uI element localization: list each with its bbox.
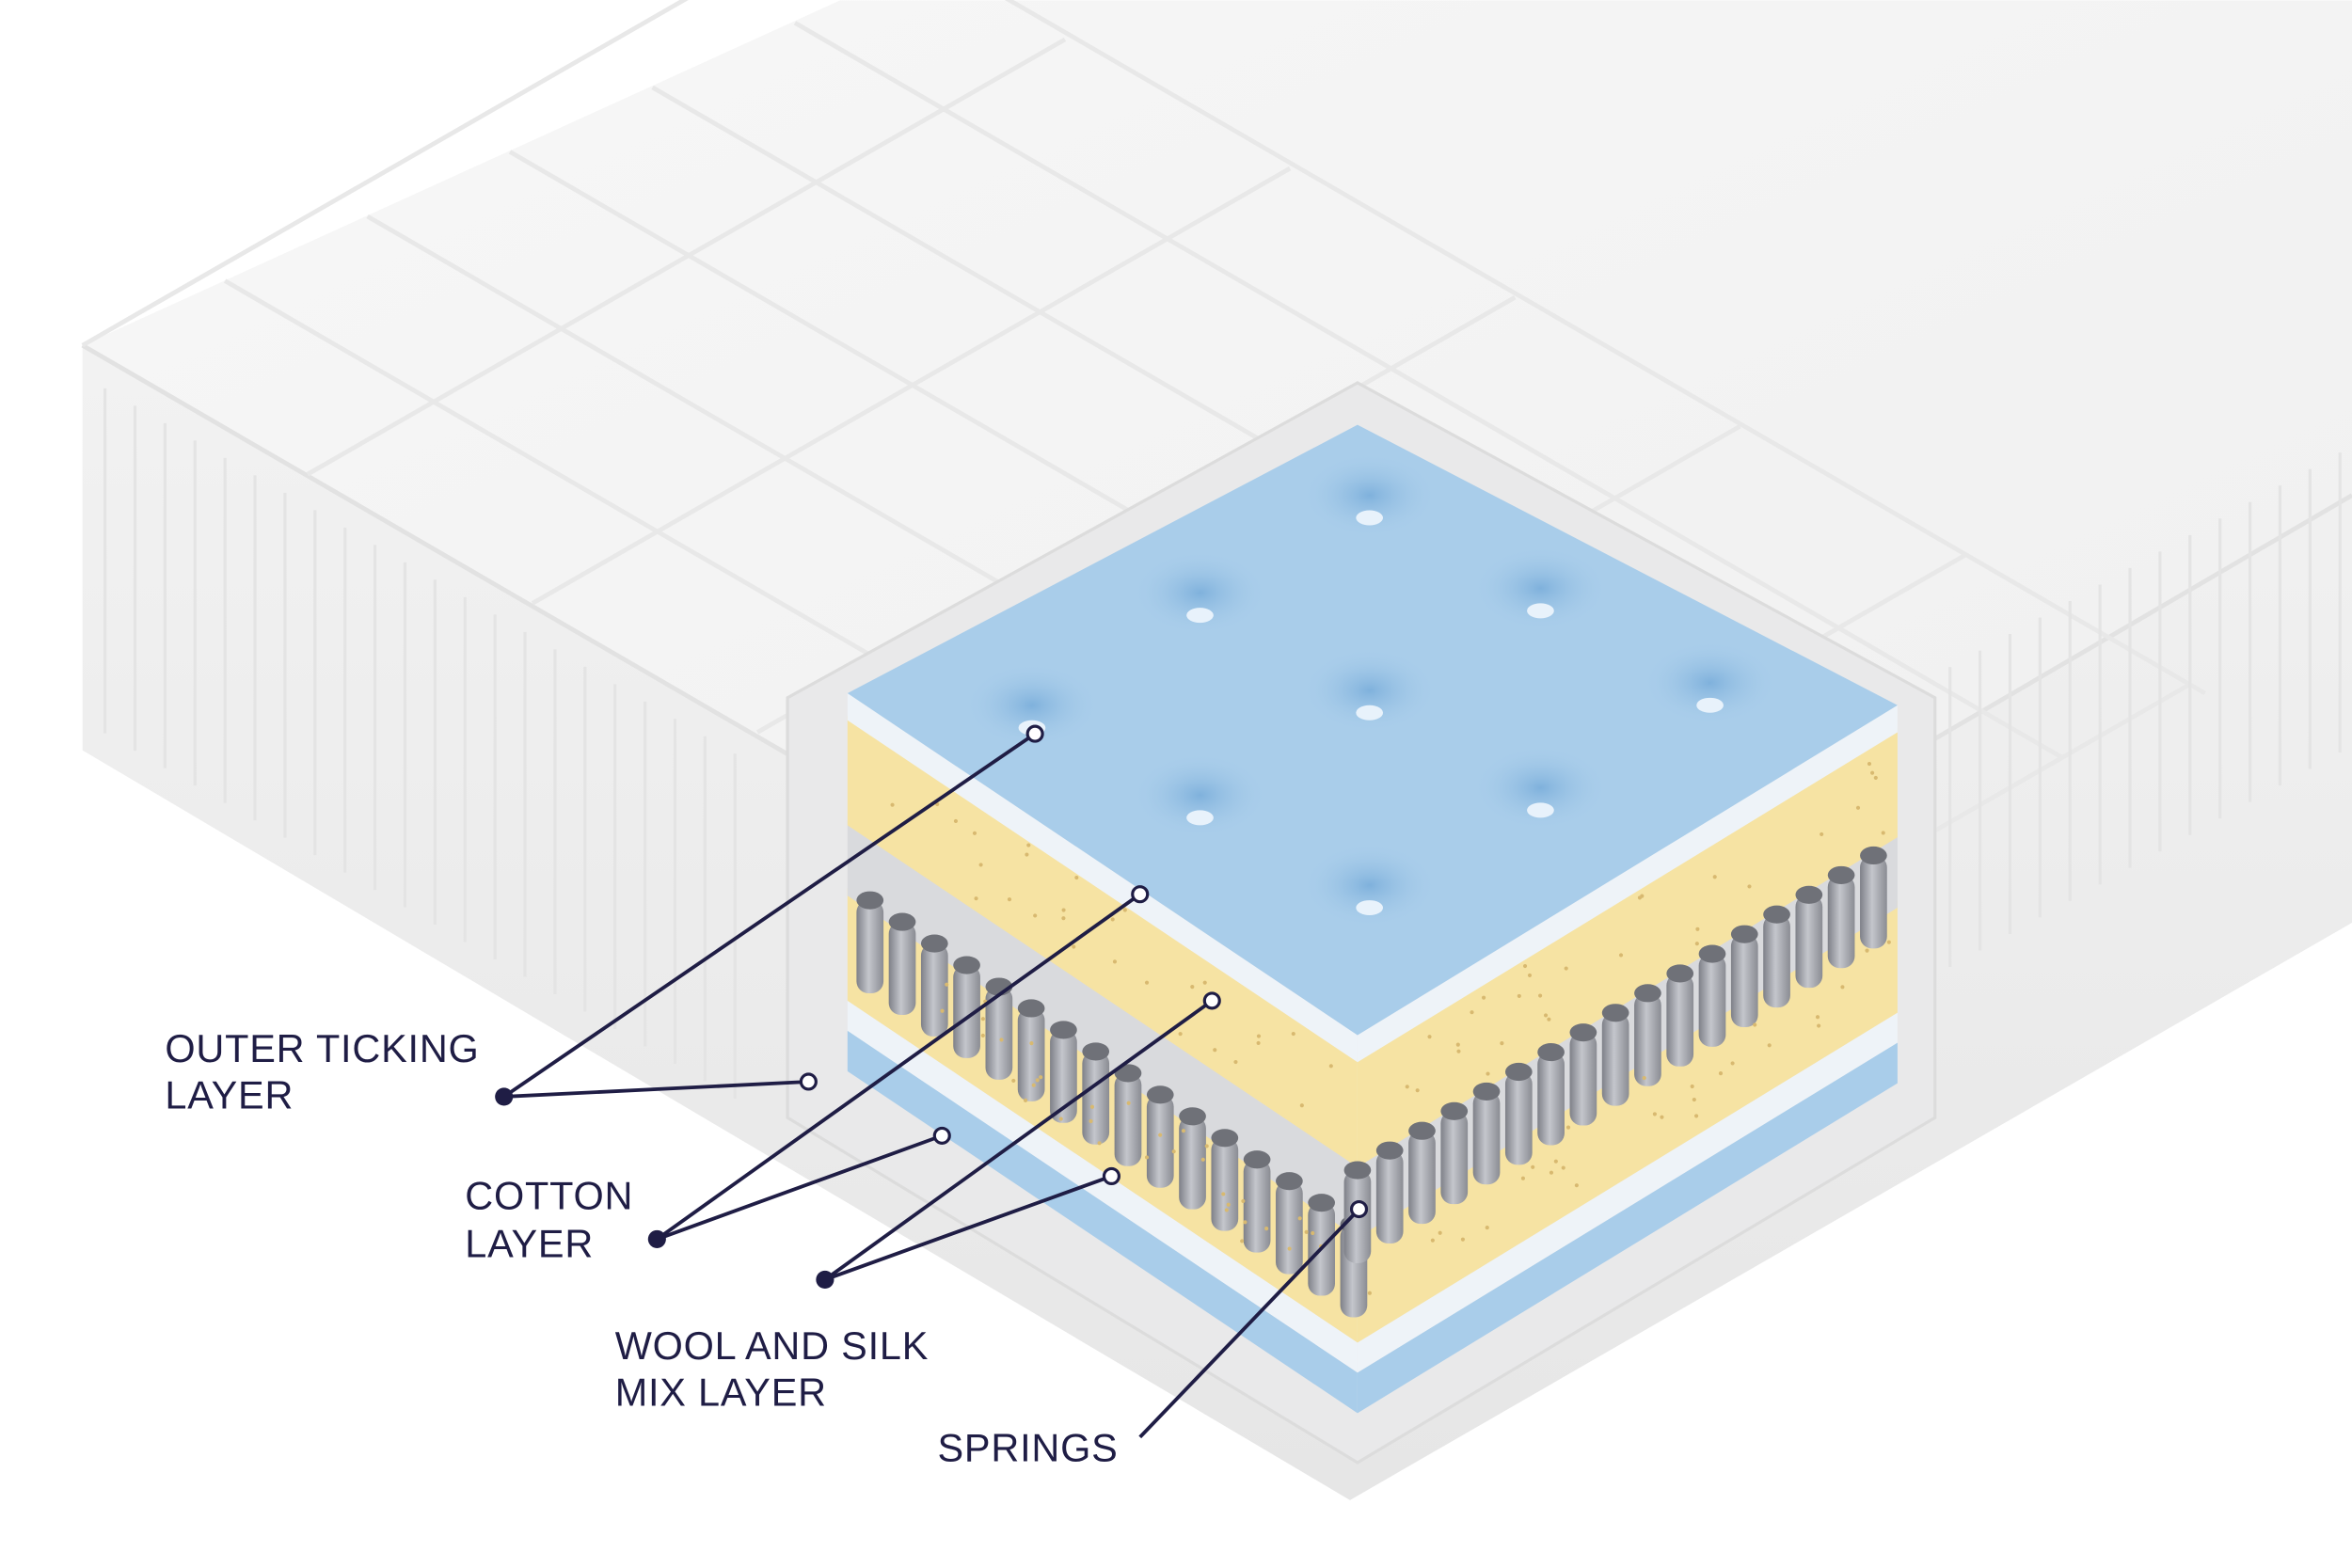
- spring-coil: [1537, 1053, 1565, 1146]
- leader-dot-outer-ticking: [495, 1087, 513, 1105]
- spring-coil: [1147, 1095, 1174, 1188]
- spring-coil: [1408, 1131, 1436, 1224]
- leader-dot-wool-silk: [816, 1271, 834, 1289]
- spring-coil: [1634, 993, 1661, 1086]
- spring-coil: [1082, 1052, 1109, 1145]
- spring-coil: [1666, 974, 1693, 1067]
- label-wool-silk-line1: WOOL AND SILK: [615, 1323, 930, 1368]
- spring-coil: [1115, 1073, 1142, 1166]
- spring-coil: [1699, 954, 1726, 1047]
- spring-coil: [921, 943, 948, 1037]
- label-outer-ticking-line1: OUTER TICKING: [165, 1026, 479, 1070]
- spring-coil: [1763, 914, 1790, 1007]
- spring-coil: [1276, 1181, 1303, 1275]
- label-outer-ticking-line2: LAYER: [165, 1073, 294, 1117]
- spring-coil: [1244, 1160, 1271, 1253]
- spring-coil: [1505, 1072, 1533, 1165]
- spring-coil: [1440, 1111, 1468, 1204]
- spring-coil: [1795, 895, 1822, 988]
- label-wool-silk-line2: MIX LAYER: [615, 1370, 827, 1414]
- leader-dot-cotton: [648, 1230, 666, 1248]
- spring-coil: [1860, 855, 1887, 948]
- spring-coil: [1376, 1150, 1404, 1243]
- spring-coil: [1828, 875, 1855, 968]
- label-springs: SPRINGS: [937, 1425, 1118, 1469]
- spring-coil: [1473, 1091, 1501, 1184]
- spring-coil: [1570, 1033, 1597, 1126]
- spring-coil: [1731, 934, 1758, 1027]
- spring-coil: [1018, 1008, 1045, 1101]
- label-cotton-line1: COTTON: [465, 1174, 633, 1218]
- spring-coil: [1602, 1013, 1629, 1106]
- label-cotton-line2: LAYER: [465, 1222, 594, 1266]
- spring-coil: [1211, 1138, 1238, 1231]
- spring-coil: [889, 922, 916, 1015]
- spring-coil: [856, 900, 883, 993]
